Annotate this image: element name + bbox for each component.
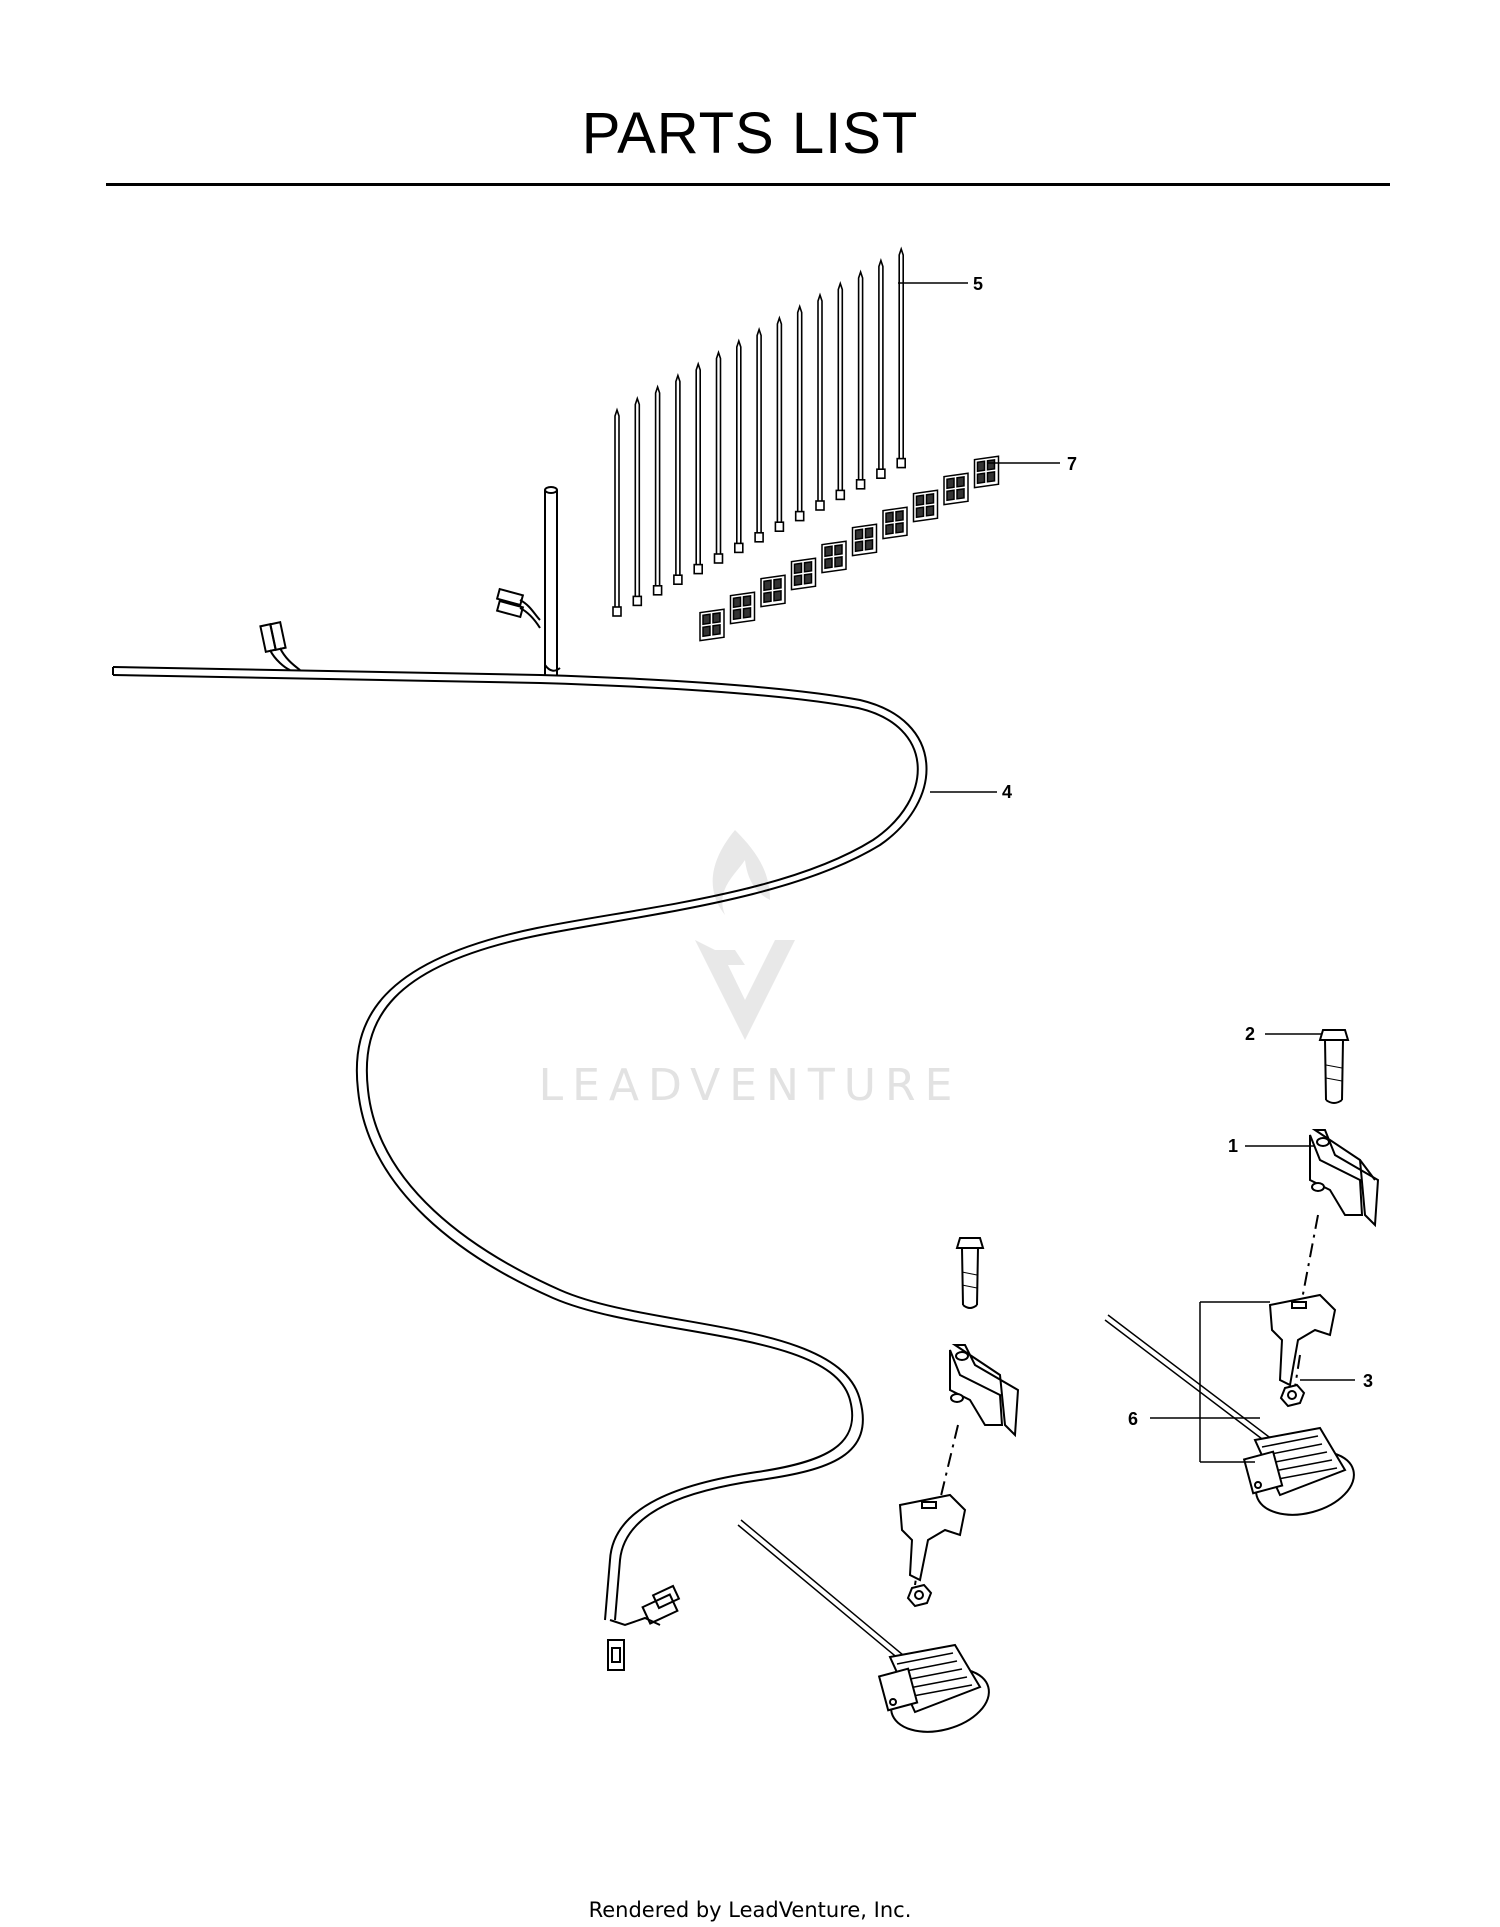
cable-tie bbox=[815, 292, 825, 511]
left-assembly bbox=[737, 1237, 1020, 1733]
cable-tie bbox=[855, 269, 866, 490]
adhesive-pad bbox=[760, 574, 786, 608]
watermark: LEADVENTURE bbox=[539, 830, 962, 1111]
adhesive-pad bbox=[943, 472, 969, 506]
cable-tie bbox=[612, 407, 622, 617]
callout-7: 7 bbox=[1067, 454, 1077, 474]
callout-2: 2 bbox=[1245, 1024, 1255, 1044]
cable-tie bbox=[794, 303, 805, 522]
callout-1: 1 bbox=[1228, 1136, 1238, 1156]
footer-credit: Rendered by LeadVenture, Inc. bbox=[588, 1898, 912, 1922]
cable-tie bbox=[693, 361, 704, 575]
callout-5: 5 bbox=[973, 274, 983, 294]
cable-tie bbox=[673, 372, 683, 586]
page-title: PARTS LIST bbox=[581, 101, 919, 166]
watermark-flame-icon bbox=[712, 830, 770, 915]
cable-tie bbox=[774, 315, 785, 533]
right-assembly bbox=[1104, 1029, 1380, 1516]
adhesive-pad bbox=[699, 608, 725, 642]
cable-tie bbox=[754, 326, 764, 543]
adhesive-pad bbox=[790, 557, 817, 591]
adhesive-pad bbox=[912, 489, 939, 523]
wire-harness bbox=[112, 486, 928, 1671]
cable-tie bbox=[896, 246, 907, 469]
callout-3: 3 bbox=[1363, 1371, 1373, 1391]
title-rule bbox=[106, 183, 1390, 186]
adhesive-pad bbox=[973, 455, 1000, 489]
callout-4: 4 bbox=[1002, 782, 1012, 802]
cable-tie bbox=[733, 338, 744, 554]
cable-tie bbox=[652, 384, 663, 596]
cable-tie bbox=[632, 395, 643, 607]
cable-tie bbox=[876, 257, 886, 480]
adhesive-pad bbox=[821, 540, 847, 574]
cable-tie bbox=[713, 349, 724, 564]
leader-lines bbox=[898, 282, 1355, 1463]
cable-ties bbox=[612, 246, 907, 617]
callout-6: 6 bbox=[1128, 1409, 1138, 1429]
cable-tie bbox=[835, 280, 846, 501]
adhesive-pads bbox=[699, 455, 1000, 642]
watermark-v-logo-icon bbox=[695, 940, 795, 1040]
callout-labels: 1 2 3 4 5 6 7 bbox=[973, 274, 1373, 1429]
adhesive-pad bbox=[851, 523, 878, 557]
watermark-text: LEADVENTURE bbox=[539, 1060, 962, 1111]
adhesive-pad bbox=[729, 591, 756, 625]
adhesive-pad bbox=[882, 506, 908, 540]
